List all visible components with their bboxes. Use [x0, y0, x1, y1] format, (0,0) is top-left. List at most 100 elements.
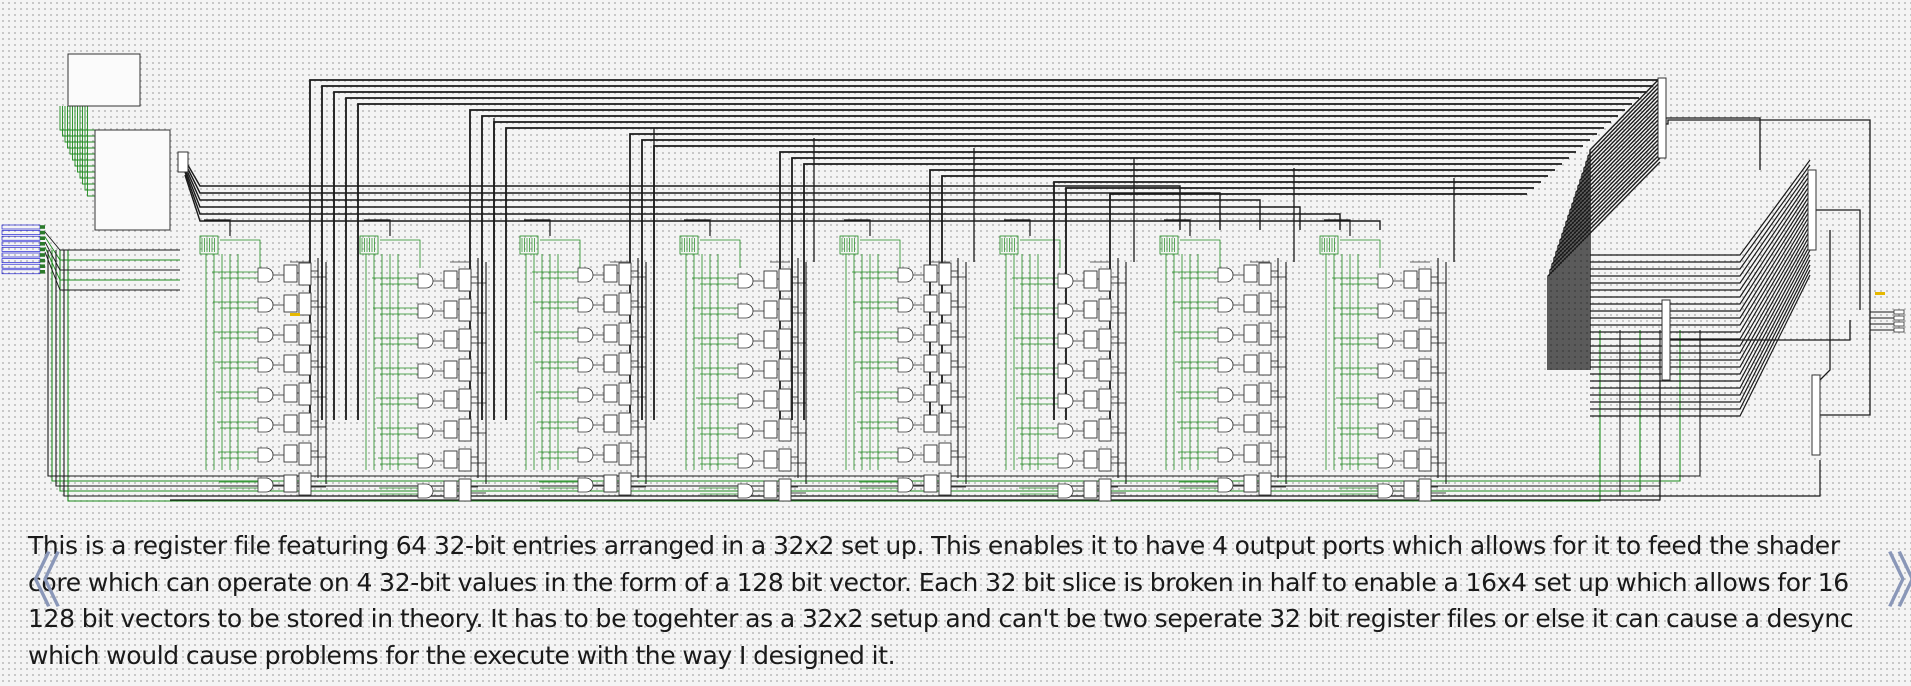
and-gate	[417, 333, 434, 349]
input-pin	[40, 225, 45, 229]
output-mux-4	[1811, 374, 1821, 456]
rom-block-top	[67, 53, 141, 107]
register	[1083, 390, 1098, 409]
mux-diagonal-wire	[1577, 101, 1661, 370]
rom-green-step	[59, 106, 95, 131]
register-pair	[458, 388, 472, 412]
and-gate	[257, 387, 274, 403]
return-wire	[170, 380, 1661, 501]
bank-enable	[1020, 239, 1061, 268]
mux-diagonal-wire	[1557, 141, 1661, 370]
mux-diagonal-wire	[1571, 113, 1661, 370]
mux-diagonal-wire-2	[1590, 224, 1811, 347]
register	[1083, 300, 1098, 319]
and-gate	[257, 357, 274, 373]
bank-decoder	[1159, 235, 1179, 255]
register-pair	[458, 358, 472, 382]
previous-arrow-icon[interactable]: 《	[2, 547, 62, 617]
and-gate	[737, 303, 754, 319]
output-bus-wire	[641, 139, 1590, 420]
register	[443, 480, 458, 499]
select-drop	[844, 219, 871, 236]
and-gate	[1217, 267, 1234, 283]
mux-diagonal-wire-2	[1590, 219, 1811, 340]
register-pair	[298, 322, 312, 346]
output-pin	[1893, 315, 1905, 321]
and-gate	[577, 447, 594, 463]
register-pair	[618, 292, 632, 316]
input-pin-label	[1, 263, 41, 269]
logic-components	[67, 53, 1821, 502]
and-gate	[1057, 273, 1074, 289]
next-arrow-icon[interactable]: 》	[1886, 552, 1911, 618]
rom-green-step	[87, 106, 95, 197]
select-bus	[184, 171, 1341, 230]
and-gate	[1377, 333, 1394, 349]
bank-decoder	[839, 235, 859, 255]
output-bus-wire	[1053, 181, 1541, 420]
register	[923, 444, 938, 463]
register	[283, 354, 298, 373]
register-pair	[778, 268, 792, 292]
register	[283, 444, 298, 463]
register	[283, 264, 298, 283]
register-pair	[1258, 382, 1272, 406]
and-gate	[257, 327, 274, 343]
input-pin-label	[1, 230, 41, 235]
bank-enable	[540, 239, 581, 268]
register	[443, 270, 458, 289]
register-pair	[618, 382, 632, 406]
mux-link	[1816, 209, 1861, 310]
and-gate	[1377, 453, 1394, 469]
rom-green-step	[72, 106, 95, 161]
register	[1083, 420, 1098, 439]
register-file-schematic[interactable]	[0, 0, 1911, 530]
output-bus-wire	[345, 97, 1639, 420]
register-pair	[1418, 448, 1432, 472]
bank-decoder	[1319, 235, 1339, 255]
register-pair	[298, 262, 312, 286]
and-gate	[1217, 357, 1234, 373]
mux-diagonal-wire-2	[1590, 184, 1811, 291]
register-pair	[778, 298, 792, 322]
register-pair	[1418, 478, 1432, 502]
output-mux-2	[1807, 169, 1817, 251]
register-pair	[1258, 352, 1272, 376]
output-bus-wire	[1109, 193, 1527, 420]
output-bus-wire	[791, 157, 1569, 420]
register-pair	[938, 472, 952, 496]
register	[1243, 444, 1258, 463]
output-pin	[1893, 309, 1905, 315]
register	[603, 264, 618, 283]
mux-diagonal-wire	[1581, 93, 1661, 370]
mux-diagonal-wire	[1567, 121, 1661, 370]
and-gate	[577, 267, 594, 283]
register	[1083, 270, 1098, 289]
and-gate	[417, 363, 434, 379]
register-pair	[618, 412, 632, 436]
bank-enable	[1340, 239, 1381, 268]
bank-decoder	[519, 235, 539, 255]
register	[443, 330, 458, 349]
input-pin-label	[1, 241, 41, 247]
and-gate	[737, 483, 754, 499]
register-pair	[1258, 472, 1272, 496]
rom-block-lower	[94, 129, 171, 231]
mux-diagonal-wire-2	[1590, 164, 1811, 263]
mux-diagonal-wire-2	[1590, 229, 1811, 354]
select-drop	[524, 219, 551, 236]
mux-diagonal-wire	[1587, 81, 1661, 370]
register-pair	[618, 322, 632, 346]
register	[763, 480, 778, 499]
bank-decoder	[199, 235, 219, 255]
register	[603, 294, 618, 313]
mux-link	[1820, 335, 1871, 416]
mux-diagonal-wire	[1583, 89, 1661, 370]
bank-enable	[700, 239, 741, 268]
register-pair	[298, 472, 312, 496]
and-gate	[1217, 417, 1234, 433]
register-pair	[298, 412, 312, 436]
register-pair	[938, 292, 952, 316]
input-fan	[44, 231, 180, 251]
mux-diagonal-wire-2	[1590, 244, 1811, 375]
